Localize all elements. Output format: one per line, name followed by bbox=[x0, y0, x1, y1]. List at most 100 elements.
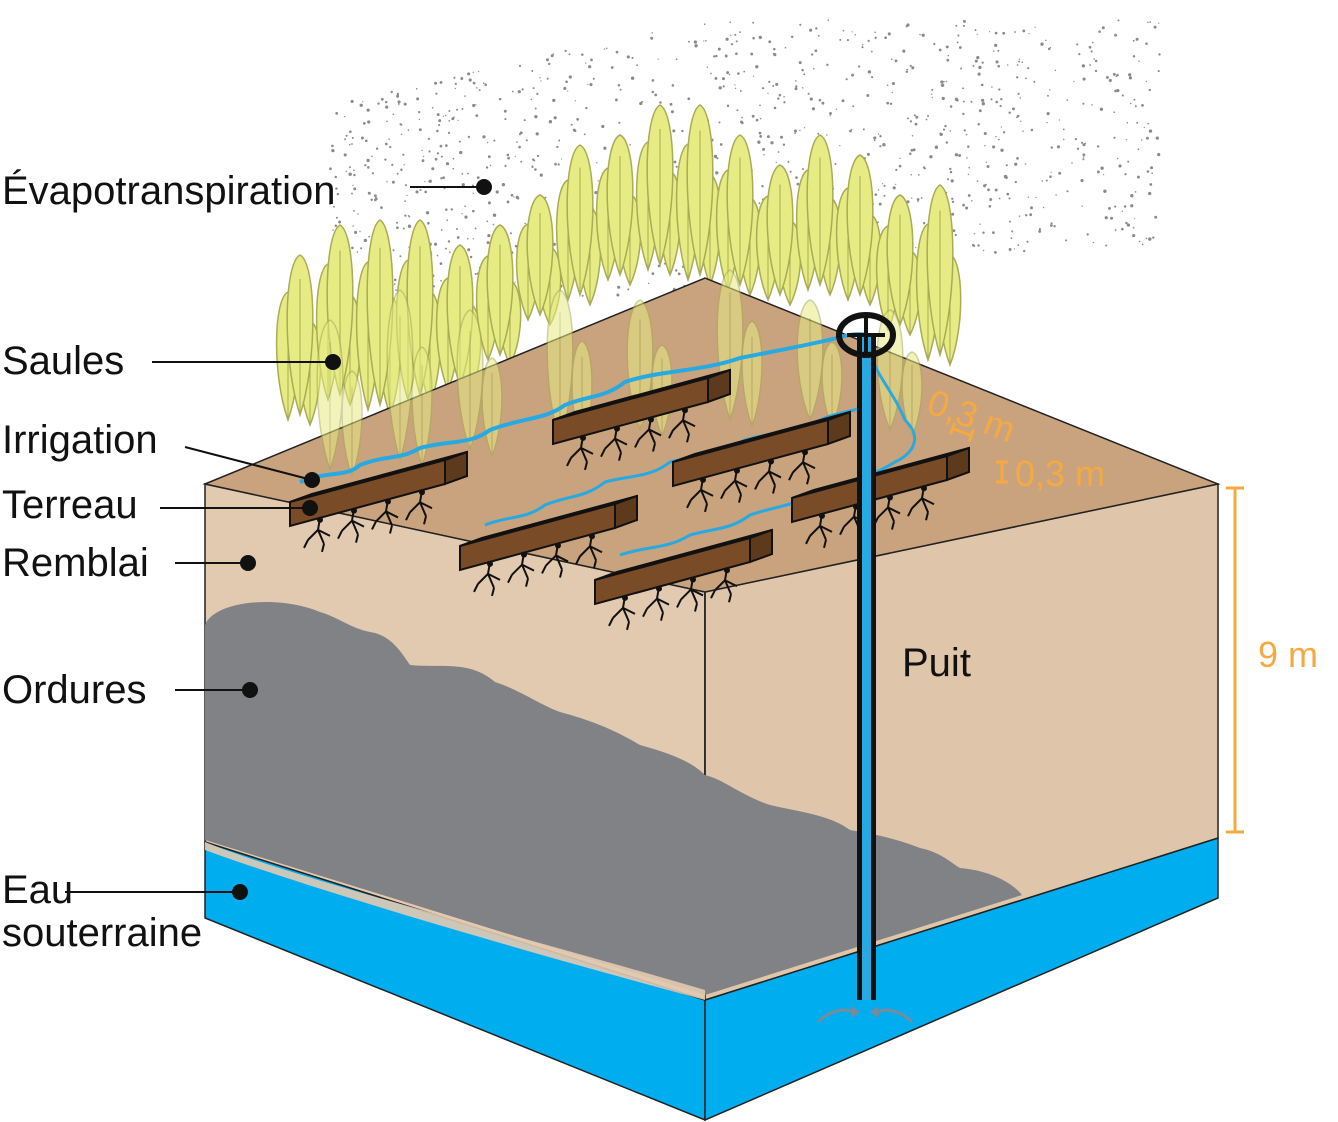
mist-particle bbox=[874, 31, 876, 34]
mist-particle bbox=[799, 23, 802, 26]
mist-particle bbox=[777, 151, 780, 153]
mist-particle bbox=[835, 108, 838, 111]
mist-particle bbox=[917, 201, 919, 203]
mist-particle bbox=[851, 31, 853, 33]
mist-particle bbox=[460, 77, 464, 80]
mist-particle bbox=[899, 157, 901, 159]
mist-particle bbox=[801, 167, 805, 171]
beam-end bbox=[614, 494, 638, 530]
irrigation-pipe bbox=[299, 332, 876, 484]
mist-particle bbox=[1125, 138, 1128, 141]
mist-particle bbox=[1028, 32, 1030, 35]
mist-particle bbox=[636, 64, 639, 67]
mist-particle bbox=[931, 96, 934, 99]
mist-particle bbox=[993, 50, 995, 52]
label-irrigation: Irrigation bbox=[2, 418, 158, 462]
mist-particle bbox=[492, 213, 497, 217]
mist-particle bbox=[811, 107, 816, 111]
mist-particle bbox=[813, 67, 815, 70]
mist-particle bbox=[552, 98, 556, 103]
mist-particle bbox=[1055, 194, 1057, 196]
mist-particle bbox=[826, 63, 829, 66]
mist-particle bbox=[389, 145, 392, 149]
mist-particle bbox=[951, 212, 955, 216]
mist-particle bbox=[353, 187, 357, 191]
mist-particle bbox=[373, 194, 377, 198]
mist-particle bbox=[1018, 215, 1021, 217]
mist-particle bbox=[946, 178, 950, 181]
mist-particle bbox=[829, 111, 832, 115]
mist-particle bbox=[503, 109, 507, 113]
mist-particle bbox=[739, 90, 742, 92]
mist-particle bbox=[492, 223, 495, 226]
mist-particle bbox=[472, 103, 476, 108]
mist-particle bbox=[1134, 105, 1137, 108]
mist-particle bbox=[548, 120, 553, 124]
mist-particle bbox=[396, 94, 400, 98]
mist-particle bbox=[795, 80, 797, 82]
mist-particle bbox=[380, 97, 384, 101]
mist-particle bbox=[464, 205, 466, 208]
mist-particle bbox=[422, 155, 425, 158]
mist-particle bbox=[616, 293, 620, 297]
mist-particle bbox=[370, 198, 373, 202]
mist-particle bbox=[974, 29, 977, 32]
mist-particle bbox=[826, 134, 828, 136]
mist-particle bbox=[478, 89, 481, 92]
mist-particle bbox=[416, 97, 420, 101]
mist-particle bbox=[978, 109, 982, 113]
mist-particle bbox=[809, 28, 813, 32]
mist-particle bbox=[592, 77, 595, 80]
mist-particle bbox=[1000, 148, 1004, 152]
mist-particle bbox=[1149, 183, 1153, 186]
mist-particle bbox=[344, 138, 347, 141]
mist-particle bbox=[524, 222, 526, 225]
mist-particle bbox=[889, 102, 893, 106]
mist-particle bbox=[402, 227, 405, 230]
mist-particle bbox=[440, 177, 443, 180]
mist-particle bbox=[710, 72, 712, 75]
mist-particle bbox=[396, 172, 399, 175]
mist-particle bbox=[1146, 170, 1150, 173]
mist-particle bbox=[352, 225, 354, 227]
mist-particle bbox=[949, 167, 952, 171]
mist-particle bbox=[974, 59, 978, 63]
mist-particle bbox=[585, 62, 587, 64]
roots-icon bbox=[405, 489, 433, 525]
mist-particle bbox=[331, 148, 335, 153]
mist-particle bbox=[712, 55, 716, 58]
mist-particle bbox=[489, 164, 492, 167]
mist-particle bbox=[839, 38, 842, 41]
mist-particle bbox=[940, 80, 944, 84]
mist-particle bbox=[768, 40, 772, 44]
mist-particle bbox=[344, 115, 346, 118]
mist-particle bbox=[1007, 64, 1009, 66]
mist-particle bbox=[1008, 111, 1011, 114]
mist-particle bbox=[343, 153, 347, 157]
mist-particle bbox=[998, 138, 1000, 141]
mist-particle bbox=[1047, 94, 1049, 97]
mist-particle bbox=[912, 148, 916, 152]
mist-particle bbox=[1082, 158, 1085, 161]
mist-particle bbox=[1050, 224, 1053, 227]
mist-particle bbox=[657, 58, 659, 60]
mist-particle bbox=[1022, 130, 1024, 132]
mist-particle bbox=[960, 67, 963, 70]
mist-particle bbox=[377, 102, 380, 105]
mist-particle bbox=[895, 183, 897, 186]
mist-particle bbox=[418, 110, 421, 114]
mist-particle bbox=[449, 251, 451, 254]
mist-particle bbox=[735, 52, 738, 55]
mist-particle bbox=[336, 192, 340, 196]
mist-particle bbox=[1017, 244, 1020, 246]
mist-particle bbox=[958, 46, 962, 49]
mist-particle bbox=[752, 75, 755, 77]
mist-particle bbox=[784, 46, 787, 49]
mist-particle bbox=[1114, 228, 1117, 231]
mist-particle bbox=[1008, 248, 1012, 251]
mist-particle bbox=[1105, 75, 1109, 79]
mist-particle bbox=[333, 205, 335, 208]
mist-particle bbox=[334, 224, 338, 227]
mist-particle bbox=[1016, 76, 1019, 79]
mist-particle bbox=[694, 44, 698, 48]
